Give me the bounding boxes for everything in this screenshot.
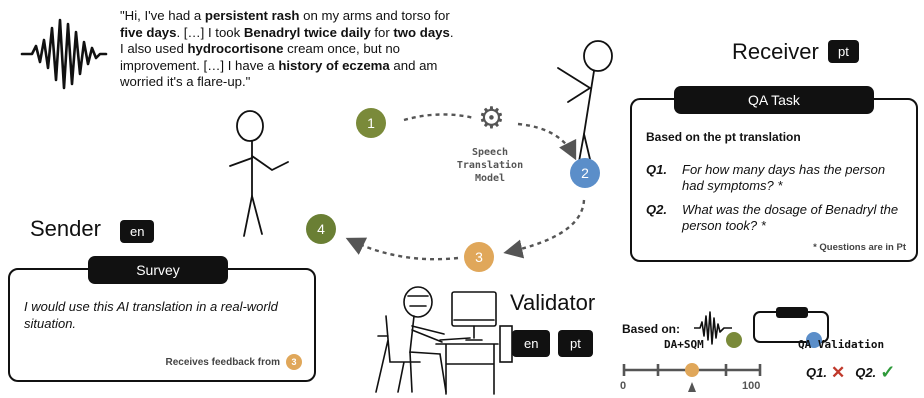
receiver-figure: [557, 40, 613, 179]
sender-label: Sender: [30, 216, 101, 241]
quote-part: . I also used: [120, 24, 454, 57]
survey-title: Survey: [88, 256, 228, 284]
quote-part: "Hi, I've had a: [120, 8, 205, 23]
arrow-2-to-3: [503, 199, 586, 259]
qa-based-on: Based on the pt translation: [646, 130, 801, 144]
patient-quote: "Hi, I've had a persistent rash on my ar…: [120, 8, 460, 91]
step-4-circle: 4: [306, 214, 336, 244]
slider-pointer: [688, 382, 696, 392]
quote-part: for: [370, 24, 394, 40]
audio-source-dot: [726, 332, 742, 348]
check-icon: ✓: [880, 362, 896, 382]
sender-figure: [229, 110, 289, 237]
quote-part: persistent rash: [204, 8, 300, 23]
quote-part: two days: [393, 24, 450, 40]
feedback-note: Receives feedback from 3: [165, 354, 302, 370]
translation-source-dot: [806, 332, 822, 348]
qa-validation-title: QA Validation: [798, 338, 885, 351]
quote-part: Benadryl twice daily: [243, 24, 371, 40]
quote-part: hydrocortisone: [187, 41, 284, 57]
quote-part: . […] I took: [176, 24, 244, 40]
sender-lang-badge: en: [120, 220, 155, 243]
feedback-step-circle: 3: [286, 354, 302, 370]
gear-icon: ⚙: [478, 102, 505, 135]
quote-part: and am worried it's a flare-up.": [120, 57, 438, 90]
qa-footnote: * Questions are in Pt: [813, 242, 906, 253]
validator-lang-badge-pt: pt: [558, 330, 593, 357]
qa-result-1-num: Q1.: [806, 365, 827, 380]
quote-part: on my arms and torso for: [299, 8, 450, 23]
qa-task-box: QA Task Based on the pt translation Q1. …: [630, 86, 918, 262]
validator-lang-badge-en: en: [512, 330, 551, 357]
validator-based-on: Based on:: [622, 322, 681, 336]
receiver-lang-badge: pt: [828, 40, 859, 63]
cross-icon: ✕: [830, 362, 846, 382]
validator-label: Validator: [510, 290, 596, 315]
qa-validation-results: Q1. ✕ Q2. ✓: [806, 362, 895, 383]
validator-figure: [375, 286, 513, 395]
survey-text: I would use this AI translation in a rea…: [24, 299, 278, 331]
receiver-label: Receiver: [732, 39, 819, 64]
qa-question-1: Q1. For how many days has the person had…: [646, 162, 886, 193]
survey-box: Survey I would use this AI translation i…: [8, 256, 316, 382]
scale-max-label: 100: [742, 380, 761, 392]
qa-task-title: QA Task: [674, 86, 874, 114]
step-3-circle: 3: [464, 242, 494, 272]
quote-part: five days: [120, 24, 177, 40]
scale-min-label: 0: [620, 380, 627, 392]
arrow-3-to-4: [345, 237, 459, 261]
model-label: Speech Translation Model: [456, 147, 524, 184]
slider-handle: [685, 363, 699, 377]
quote-part: history of eczema: [278, 57, 390, 73]
small-waveform-icon: [694, 311, 732, 345]
step-1-circle: 1: [356, 108, 386, 138]
quote-part: cream once, but no improvement. […] I ha…: [120, 41, 401, 73]
arrow-1-to-model: [403, 113, 475, 122]
audio-waveform-icon: [20, 18, 108, 90]
da-sqm-title: DA+SQM: [664, 338, 704, 351]
step-2-circle: 2: [570, 158, 600, 188]
qa-question-2: Q2. What was the dosage of Benadryl the …: [646, 202, 899, 233]
qa-result-2-num: Q2.: [855, 365, 877, 380]
